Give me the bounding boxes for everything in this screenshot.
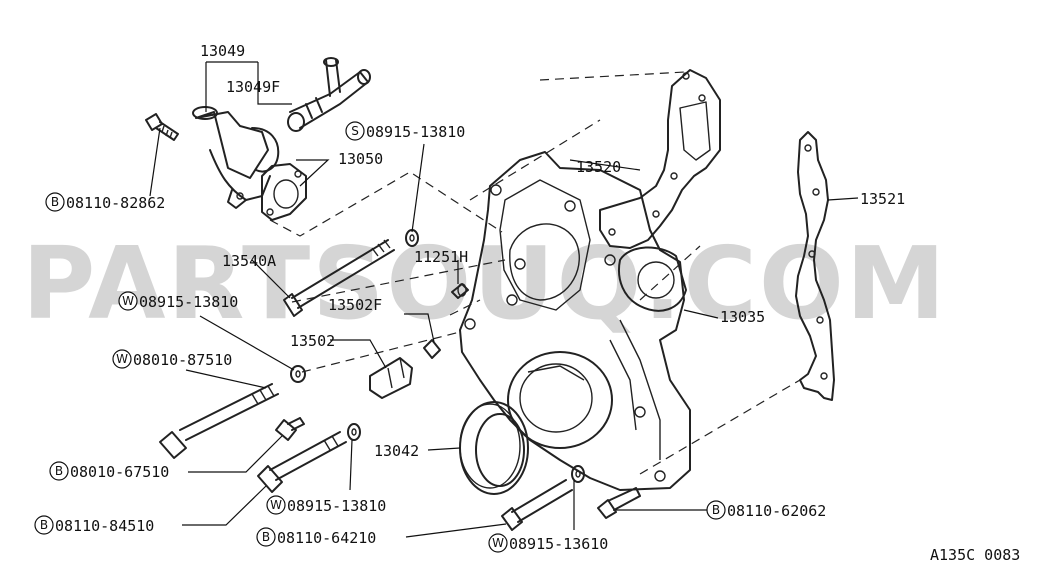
- leader-lines: [149, 61, 859, 538]
- callout-b-08110-82862: B 08110-82862: [45, 192, 165, 212]
- chain-tensioner: [369, 339, 441, 399]
- label-13521: 13521: [860, 190, 905, 208]
- label-13050: 13050: [338, 150, 383, 168]
- cover-gasket-13520: [599, 69, 721, 249]
- front-cover: [459, 151, 691, 491]
- bolt-08010-67510: [275, 417, 305, 441]
- prefix-badge: S: [351, 124, 359, 138]
- outlet-gasket: [261, 163, 307, 221]
- callout-w-08010-87510: W 08010-87510: [112, 349, 232, 369]
- part-code: 08110-62062: [727, 502, 826, 520]
- part-code: 08915-13810: [287, 497, 386, 515]
- part-code: 08010-67510: [70, 463, 169, 481]
- label-13520: 13520: [576, 158, 621, 176]
- callout-b-08110-62062: B 08110-62062: [706, 500, 826, 520]
- label-13540a: 13540A: [222, 252, 276, 270]
- label-13049f: 13049F: [226, 78, 280, 96]
- crank-oil-seal: [459, 401, 529, 495]
- washer-w-08915-left: [290, 365, 306, 383]
- callout-s-08915-13810: S 08915-13810: [345, 121, 465, 141]
- callout-labels: 13049 13049F 13050 13520 13521 13540A 11…: [200, 42, 905, 460]
- prefix-badge: B: [51, 195, 59, 209]
- label-13502f: 13502F: [328, 296, 382, 314]
- part-code: 08110-82862: [66, 194, 165, 212]
- label-13049: 13049: [200, 42, 245, 60]
- bolt-08110-62062: [597, 487, 641, 519]
- bolt-08110-82862: [145, 113, 179, 141]
- callout-b-08110-84510: B 08110-84510: [34, 515, 154, 535]
- water-outlet-housing: [192, 106, 280, 209]
- washer-w-08915-center: [347, 423, 361, 441]
- prefix-badge: B: [55, 464, 63, 478]
- watermark-text: PARTSOUQ.COM: [22, 225, 947, 342]
- label-11251h: 11251H: [414, 248, 468, 266]
- bolt-08110-84510: [257, 431, 347, 493]
- prefix-badge: W: [122, 294, 134, 308]
- prefix-badge: W: [492, 536, 504, 550]
- prefix-badge: B: [40, 518, 48, 532]
- part-code: 08915-13810: [366, 123, 465, 141]
- assembly-guide-lines: [269, 71, 801, 475]
- part-code: 08915-13810: [139, 293, 238, 311]
- callout-b-08110-64210: B 08110-64210: [256, 527, 376, 547]
- label-13042: 13042: [374, 442, 419, 460]
- dowel-11251h: [451, 283, 469, 299]
- part-code: 08010-87510: [133, 351, 232, 369]
- part-code: 08110-84510: [55, 517, 154, 535]
- prefix-badge: B: [262, 530, 270, 544]
- label-13035: 13035: [720, 308, 765, 326]
- prefix-badge: W: [270, 498, 282, 512]
- prefix-badge: B: [712, 503, 720, 517]
- part-code: 08110-64210: [277, 529, 376, 547]
- callout-w-08915-13810-b: W 08915-13810: [266, 495, 386, 515]
- callout-w-08915-13810-a: W 08915-13810: [118, 291, 238, 311]
- stud-13540a: [283, 239, 395, 317]
- diagram-code: A135C 0083: [930, 546, 1020, 564]
- part-code: 08915-13610: [509, 535, 608, 553]
- prefix-badge: W: [116, 352, 128, 366]
- label-13502: 13502: [290, 332, 335, 350]
- bolt-08010-87510: [159, 383, 279, 459]
- callout-w-08915-13610: W 08915-13610: [488, 533, 608, 553]
- hose-fitting: [287, 57, 371, 132]
- callout-b-08010-67510: B 08010-67510: [49, 461, 169, 481]
- bolt-08110-64210: [501, 479, 573, 531]
- washer-w-08915-13610: [571, 465, 585, 483]
